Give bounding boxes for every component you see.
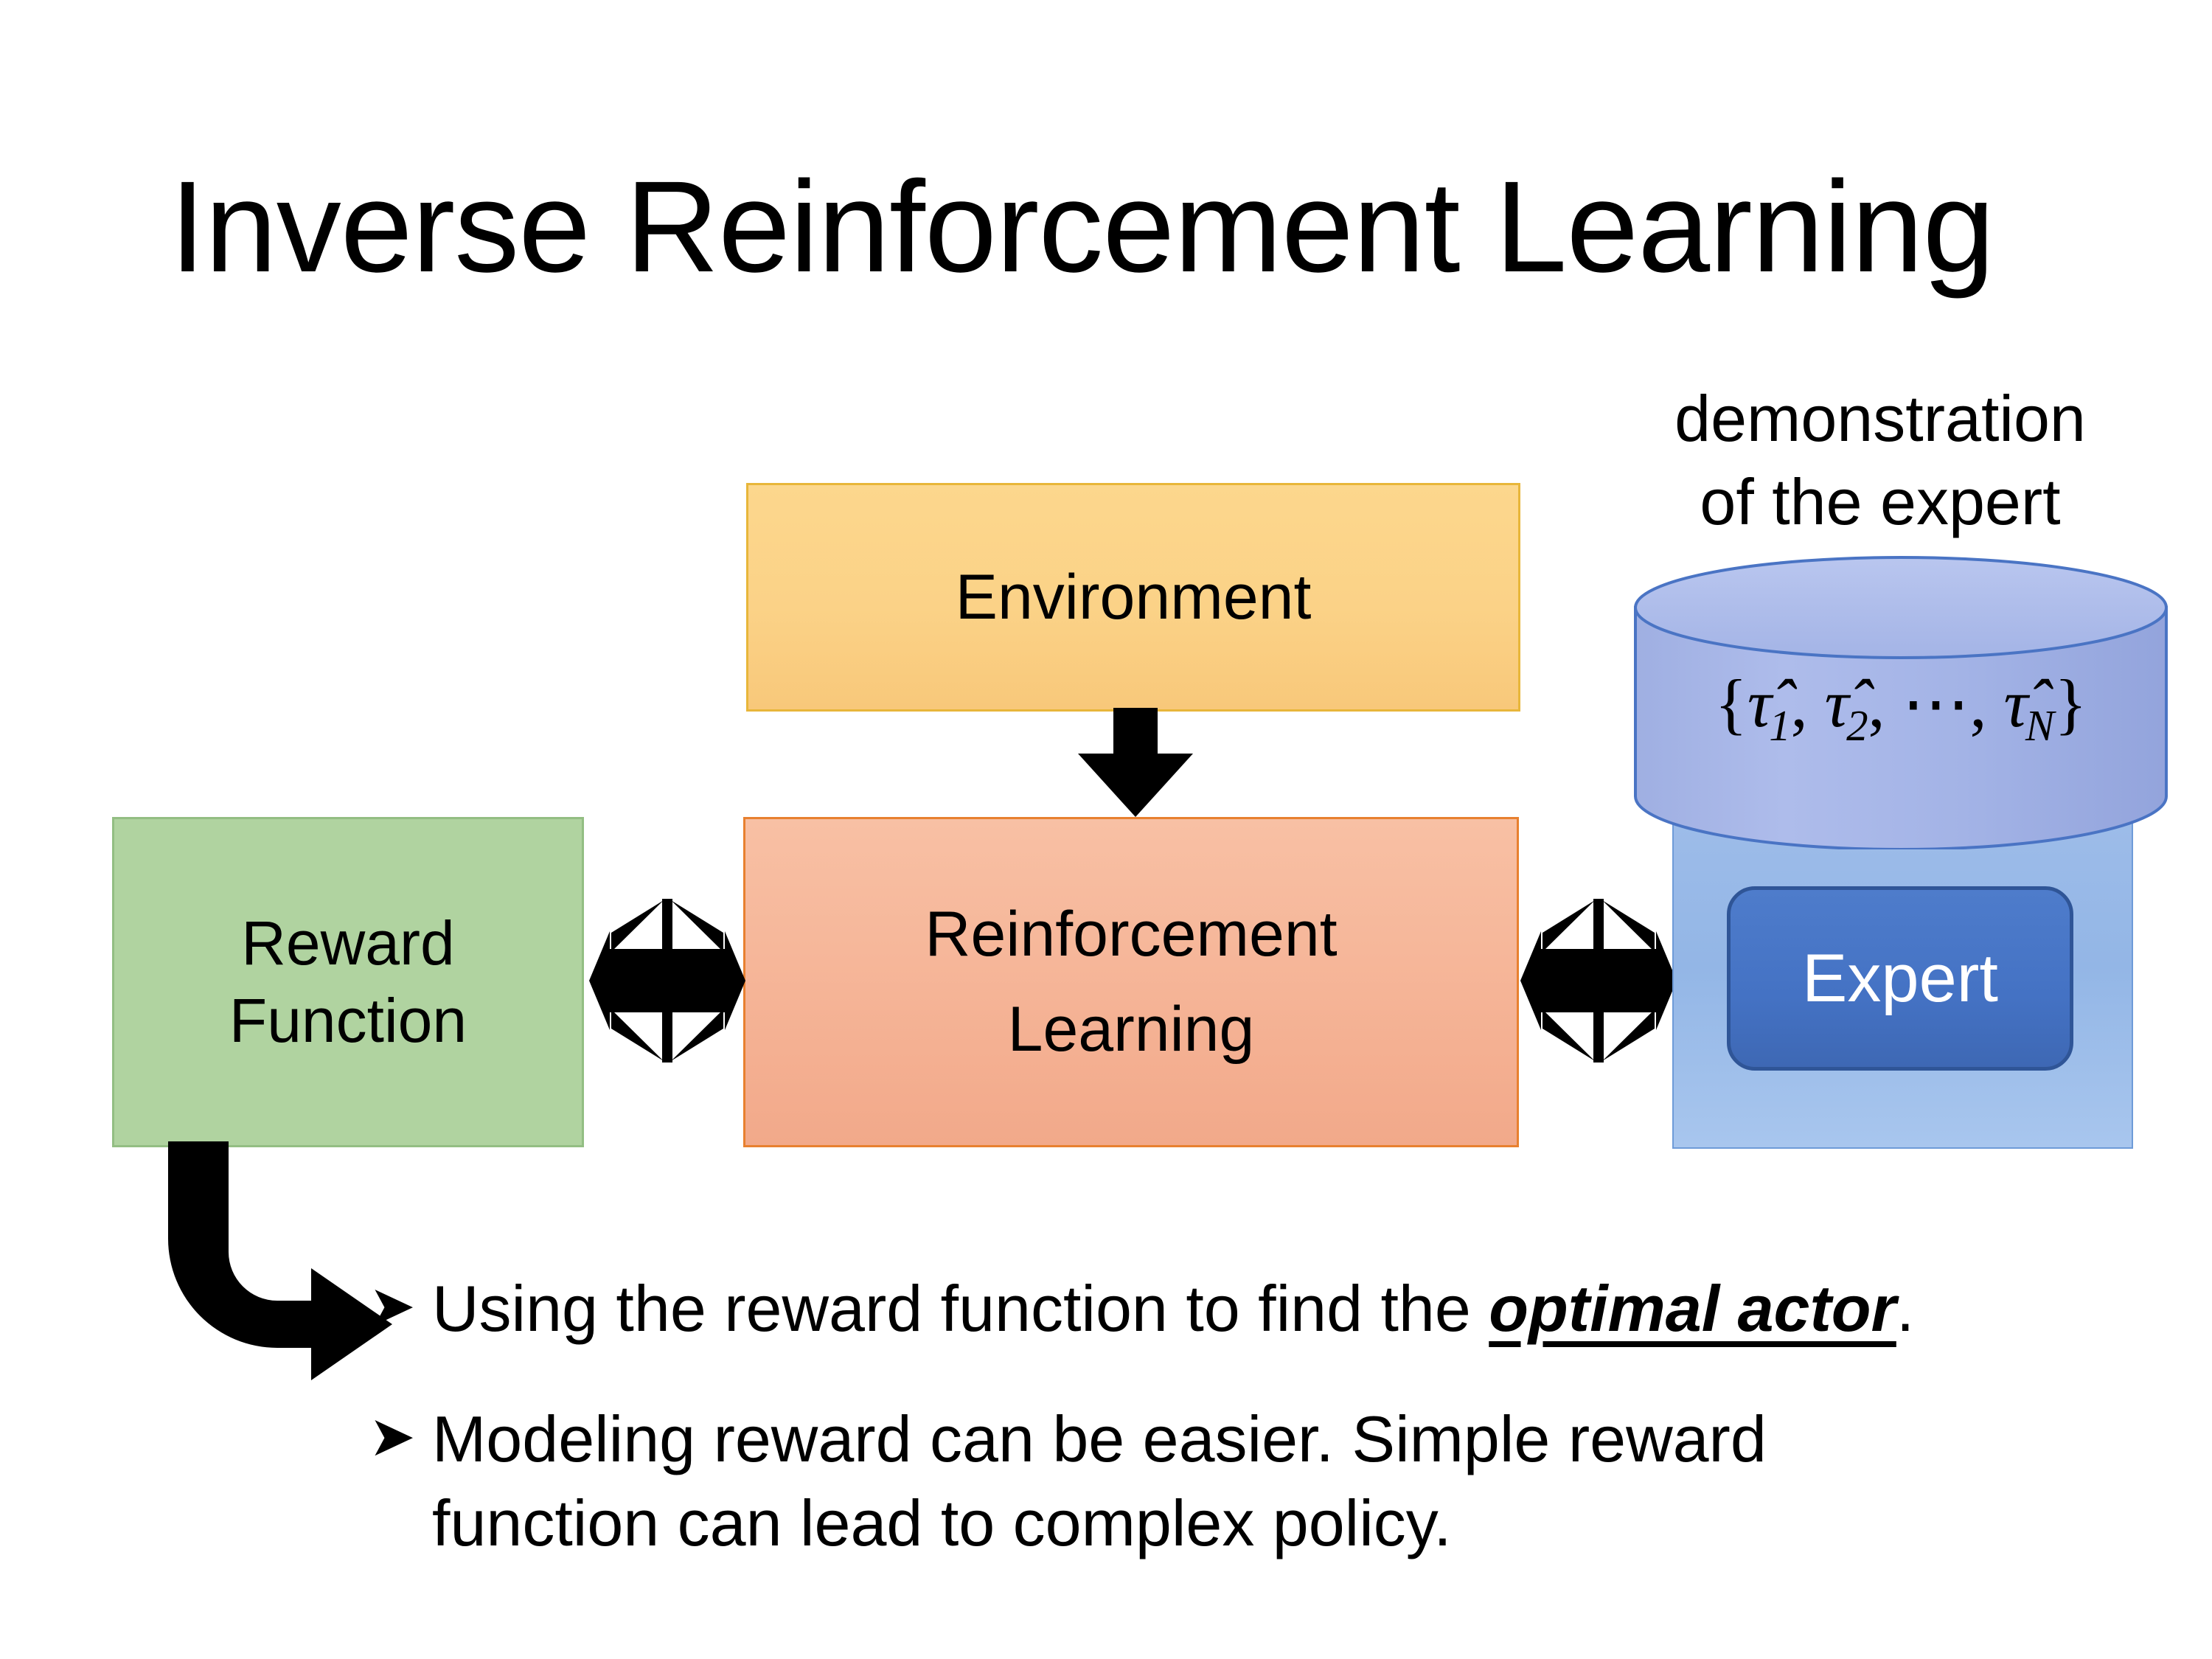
separator-1: , — [1790, 666, 1825, 741]
reward-function-label-line2: Function — [229, 986, 467, 1055]
rl-label-line2: Learning — [1007, 994, 1255, 1065]
tau-hat-2: τ̂ — [1824, 666, 1849, 741]
rl-to-expert-quad-arrow-icon — [1520, 899, 1677, 1062]
demonstration-caption: demonstration of the expert — [1652, 378, 2109, 543]
bullet-marker-icon: ➤ — [369, 1275, 416, 1338]
demonstration-cylinder-icon — [1634, 556, 2168, 849]
set-open-brace: { — [1714, 666, 1747, 741]
bullet-text-2: Modeling reward can be easier. Simple re… — [432, 1397, 1917, 1566]
trajectory-set-label: {τ̂1, τ̂2, ⋯, τ̂N} — [1632, 664, 2169, 751]
bullet-2-line1: Modeling reward can be easier. Simple re… — [432, 1402, 1767, 1475]
bullet-1-emphasis: optimal actor — [1489, 1272, 1896, 1345]
bullet-1-post: . — [1896, 1272, 1915, 1345]
bullet-item-2: ➤ Modeling reward can be easier. Simple … — [369, 1397, 1917, 1566]
bullet-item-1: ➤ Using the reward function to find the … — [369, 1267, 2138, 1351]
tau-hat-n: τ̂ — [2003, 666, 2028, 741]
reward-to-rl-quad-arrow-icon — [589, 899, 745, 1062]
tau-hat-n-subscript: N — [2025, 701, 2055, 750]
environment-label: Environment — [955, 562, 1312, 633]
tau-hat-1-subscript: 1 — [1769, 701, 1791, 750]
page-title: Inverse Reinforcement Learning — [170, 155, 1994, 299]
set-close-brace: } — [2054, 666, 2087, 741]
reward-function-label-line1: Reward — [241, 908, 455, 978]
environment-to-rl-arrow-icon — [1078, 708, 1193, 817]
separator-2: , ⋯, — [1868, 666, 2004, 741]
demonstration-caption-line2: of the expert — [1700, 465, 2061, 538]
environment-box[interactable]: Environment — [746, 483, 1520, 712]
tau-hat-1: τ̂ — [1747, 666, 1772, 741]
reward-function-box[interactable]: Reward Function — [112, 817, 584, 1147]
reward-to-bullets-elbow-arrow-icon — [168, 1141, 392, 1380]
rl-label-line1: Reinforcement — [925, 899, 1338, 970]
bullet-marker-icon: ➤ — [369, 1405, 416, 1468]
expert-label: Expert — [1802, 941, 1998, 1016]
tau-hat-2-subscript: 2 — [1846, 701, 1868, 750]
bullet-2-line2: function can lead to complex policy. — [432, 1486, 1452, 1560]
demonstration-caption-line1: demonstration — [1674, 382, 2086, 455]
bullet-text-1: Using the reward function to find the op… — [432, 1267, 2138, 1351]
bullet-1-pre: Using the reward function to find the — [432, 1272, 1489, 1345]
reinforcement-learning-box[interactable]: Reinforcement Learning — [743, 817, 1519, 1147]
expert-box[interactable]: Expert — [1727, 886, 2073, 1071]
